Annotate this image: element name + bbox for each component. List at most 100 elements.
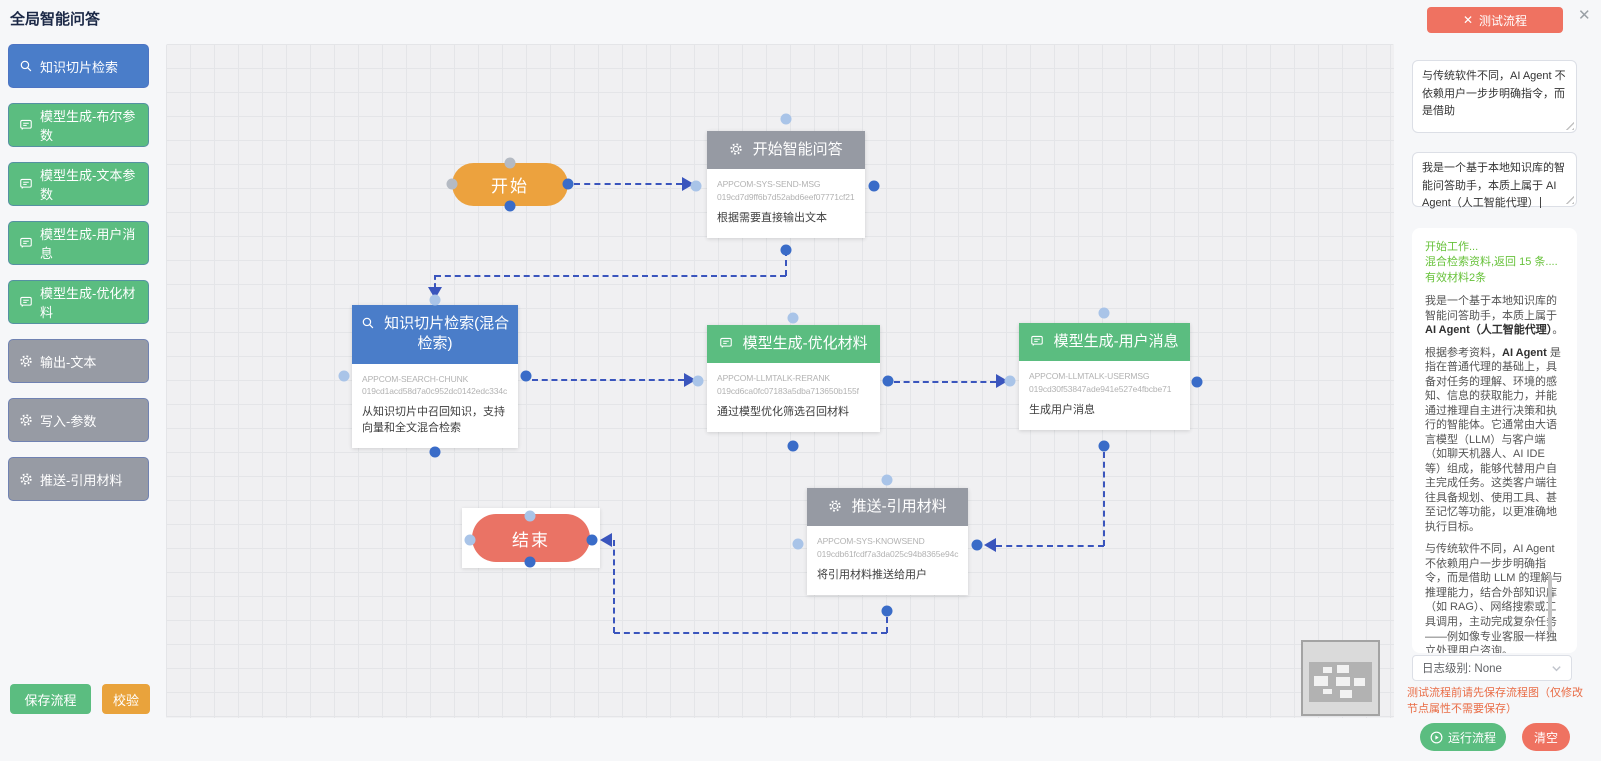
scrollbar-thumb[interactable] (1548, 575, 1552, 633)
edge-start-to-startqa[interactable] (574, 183, 682, 185)
port-in[interactable] (881, 474, 893, 486)
port-out[interactable] (780, 244, 792, 256)
palette-item-4[interactable]: 模型生成-优化材料 (8, 280, 149, 324)
port-in[interactable] (780, 113, 792, 125)
node-id: 019cd30f53847ade941e527e4fbcbe71 (1029, 383, 1172, 394)
node-search-chunk[interactable]: 知识切片检索(混合检索) APPCOM-SEARCH-CHUNK 019cd1a… (352, 305, 518, 448)
answer-preview-text: 我是一个基于本地知识库的智能问答助手，本质上属于 AI Agent（人工智能代理… (1422, 162, 1565, 210)
node-id: 019cd1acd58d7a0c952dc0142edc334c (362, 385, 508, 396)
port-in[interactable] (1098, 307, 1110, 319)
clear-button[interactable]: 清空 (1522, 723, 1570, 751)
port-in[interactable] (446, 178, 458, 190)
run-flow-button[interactable]: 运行流程 (1420, 723, 1506, 751)
test-flow-button[interactable]: ✕ 测试流程 (1427, 7, 1563, 33)
chat-icon (19, 177, 33, 191)
port-in[interactable] (338, 370, 350, 382)
port-out[interactable] (971, 539, 983, 551)
node-start-qa[interactable]: 开始智能问答 APPCOM-SYS-SEND-MSG 019cd7d9ff6b7… (707, 131, 865, 238)
node-end-label[interactable]: 结束 (472, 514, 590, 562)
gear-icon (829, 500, 842, 512)
node-title: 模型生成-优化材料 (742, 335, 868, 352)
close-icon: ✕ (1462, 13, 1474, 27)
node-rerank[interactable]: 模型生成-优化材料 APPCOM-LLMTALK-RERANK 019cd6ca… (707, 325, 880, 432)
port-in[interactable] (792, 538, 804, 550)
node-code: APPCOM-SYS-SEND-MSG (717, 179, 821, 190)
node-code: APPCOM-LLMTALK-USERMSG (1029, 371, 1150, 382)
page-title: 全局智能问答 (10, 11, 101, 28)
port-out[interactable] (1191, 376, 1203, 388)
node-body: APPCOM-LLMTALK-USERMSG 019cd30f53847ade9… (1019, 361, 1190, 430)
minimap[interactable] (1301, 640, 1380, 716)
node-header: 开始智能问答 (707, 131, 865, 170)
port-in[interactable] (787, 312, 799, 324)
edge-usermsg-to-knowsend[interactable] (1103, 452, 1105, 546)
port-out[interactable] (868, 180, 880, 192)
log-level-select[interactable]: 日志级别: None (1412, 655, 1572, 681)
port-in[interactable] (1004, 375, 1016, 387)
node-header: 推送-引用材料 (807, 488, 968, 527)
question-input[interactable]: 与传统软件不同，AI Agent 不依赖用户一步步明确指令，而是借助 (1412, 60, 1577, 133)
palette-item-2[interactable]: 模型生成-文本参数 (8, 162, 149, 206)
palette-item-label: 模型生成-布尔参数 (40, 109, 136, 143)
port-out[interactable] (520, 370, 532, 382)
edge-startqa-to-search[interactable] (435, 275, 786, 277)
port-out[interactable] (524, 556, 536, 568)
validate-button[interactable]: 校验 (102, 684, 150, 714)
palette-item-label: 模型生成-用户消息 (40, 227, 136, 261)
port-in[interactable] (464, 534, 476, 546)
answer-preview-input[interactable]: 我是一个基于本地知识库的智能问答助手，本质上属于 AI Agent（人工智能代理… (1412, 152, 1577, 210)
node-header: 知识切片检索(混合检索) (352, 305, 518, 364)
port-out[interactable] (1098, 440, 1110, 452)
node-usermsg[interactable]: 模型生成-用户消息 APPCOM-LLMTALK-USERMSG 019cd30… (1019, 323, 1190, 430)
chat-icon (19, 295, 33, 309)
resize-handle-icon[interactable] (1564, 194, 1574, 204)
panel-close-icon[interactable]: ✕ (1578, 7, 1591, 24)
node-palette: 知识切片检索模型生成-布尔参数模型生成-文本参数模型生成-用户消息模型生成-优化… (0, 44, 160, 516)
edge-usermsg-to-knowsend[interactable] (996, 545, 1104, 547)
palette-item-label: 写入-参数 (40, 413, 97, 429)
minimap-viewport[interactable] (1309, 662, 1372, 702)
log-line: 开始工作... (1425, 241, 1479, 253)
palette-item-1[interactable]: 模型生成-布尔参数 (8, 103, 149, 147)
node-start[interactable]: 开始 (452, 163, 568, 206)
test-panel: 与传统软件不同，AI Agent 不依赖用户一步步明确指令，而是借助 我是一个基… (1380, 0, 1601, 761)
port-out[interactable] (882, 375, 894, 387)
edge-knowsend-to-end[interactable] (613, 540, 615, 633)
edge-knowsend-to-end[interactable] (886, 617, 888, 633)
palette-item-0[interactable]: 知识切片检索 (8, 44, 149, 88)
node-title: 模型生成-用户消息 (1053, 333, 1179, 350)
node-knowsend[interactable]: 推送-引用材料 APPCOM-SYS-KNOWSEND 019cdb61fcdf… (807, 488, 968, 595)
port-out[interactable] (586, 534, 598, 546)
arrowhead (600, 533, 612, 547)
palette-item-5[interactable]: 输出-文本 (8, 339, 149, 383)
node-desc: 通过模型优化筛选召回材料 (717, 405, 849, 418)
chat-icon (19, 236, 33, 250)
save-flow-button[interactable]: 保存流程 (10, 684, 91, 714)
palette-item-7[interactable]: 推送-引用材料 (8, 457, 149, 501)
edge-search-to-rerank[interactable] (532, 379, 684, 381)
edge-rerank-to-usermsg[interactable] (894, 381, 996, 383)
port-out[interactable] (787, 440, 799, 452)
node-id: 019cd6ca0fc07183a5dba713650b155f (717, 385, 859, 396)
run-log: 开始工作...混合检索资料,返回 15 条....有效材料2条 (1425, 240, 1564, 286)
port-in[interactable] (524, 510, 536, 522)
port-out[interactable] (562, 178, 574, 190)
node-body: APPCOM-SEARCH-CHUNK 019cd1acd58d7a0c952d… (352, 364, 518, 449)
edge-startqa-to-search[interactable] (434, 275, 436, 288)
text-cursor (1539, 197, 1541, 209)
port-in[interactable] (692, 375, 704, 387)
edge-startqa-to-search[interactable] (785, 250, 787, 276)
node-body: APPCOM-LLMTALK-RERANK 019cd6ca0fc07183a5… (707, 363, 880, 432)
port-out[interactable] (881, 605, 893, 617)
palette-item-3[interactable]: 模型生成-用户消息 (8, 221, 149, 265)
port-in[interactable] (429, 294, 441, 306)
flow-canvas[interactable]: 开始 结束 开始智能问答 APPCOM-SYS-SEND-MSG 019cd7d… (166, 44, 1394, 718)
port-out[interactable] (504, 200, 516, 212)
palette-item-6[interactable]: 写入-参数 (8, 398, 149, 442)
port-in[interactable] (504, 157, 516, 169)
resize-handle-icon[interactable] (1564, 120, 1574, 130)
node-body: APPCOM-SYS-SEND-MSG 019cd7d9ff6b7d52abd6… (707, 169, 865, 238)
edge-knowsend-to-end[interactable] (614, 632, 887, 634)
port-in[interactable] (690, 180, 702, 192)
port-out[interactable] (429, 446, 441, 458)
